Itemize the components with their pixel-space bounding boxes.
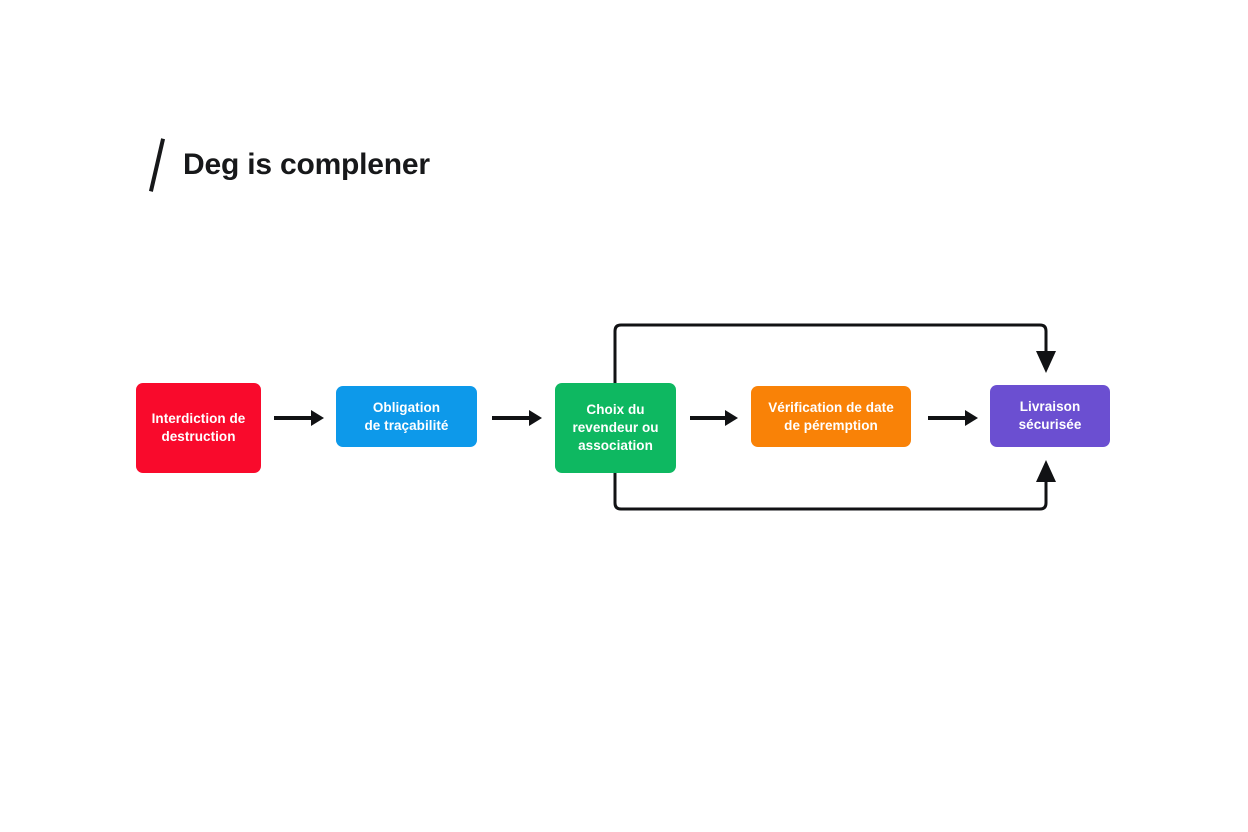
arrow-head-icon bbox=[311, 410, 324, 426]
connector-arrow-4 bbox=[928, 408, 978, 428]
loop-bottom-path bbox=[613, 473, 1048, 511]
loop-top-arrowhead bbox=[1036, 351, 1056, 373]
arrow-shaft bbox=[274, 416, 312, 420]
connector-arrow-1 bbox=[274, 408, 324, 428]
loop-bottom-arrowhead bbox=[1036, 460, 1056, 482]
arrow-shaft bbox=[492, 416, 530, 420]
page-title: Deg is complener bbox=[183, 148, 430, 181]
connector-arrow-3 bbox=[690, 408, 738, 428]
arrow-shaft bbox=[690, 416, 726, 420]
arrow-shaft bbox=[928, 416, 966, 420]
page-header: Deg is complener bbox=[145, 138, 430, 192]
arrow-head-icon bbox=[725, 410, 738, 426]
arrow-head-icon bbox=[965, 410, 978, 426]
connector-arrow-2 bbox=[492, 408, 542, 428]
loop-top-path bbox=[613, 323, 1048, 383]
arrow-head-icon bbox=[529, 410, 542, 426]
